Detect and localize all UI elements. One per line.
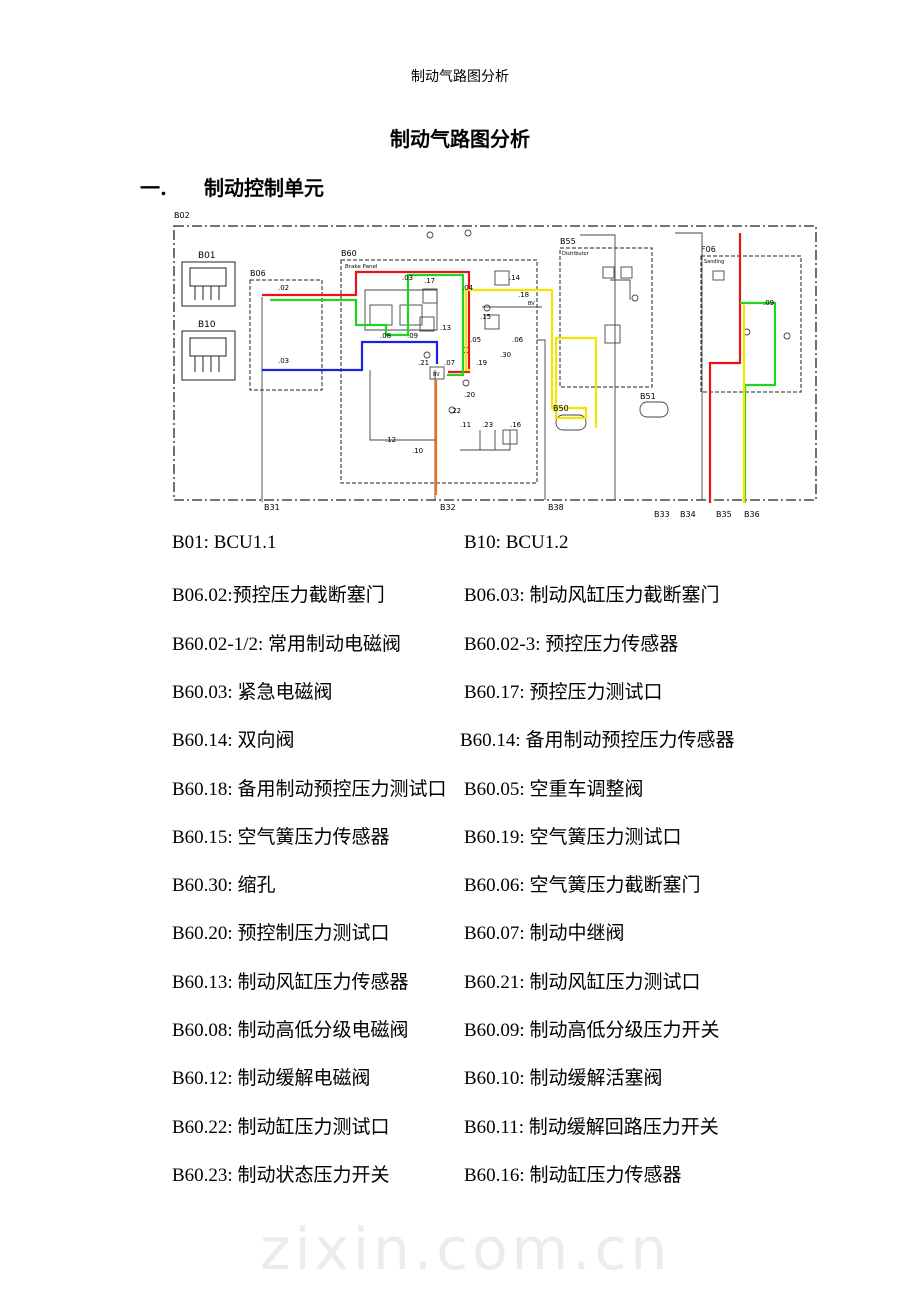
label-c11: .11 [460,421,471,429]
label-bv-07: BV [433,372,440,378]
component-item-left: B60.08: 制动高低分级电磁阀 [172,1020,409,1041]
component-item-left: B60.30: 缩孔 [172,875,276,897]
label-sanding: Sanding [704,259,724,265]
green-path [270,273,777,503]
component-item-left: B60.02-1/2: 常用制动电磁阀 [172,633,402,655]
b01-unit [181,261,236,307]
running-header: 制动气路图分析 [411,69,509,85]
label-b51: B51 [640,392,656,401]
label-b02: B02 [174,211,190,220]
component-item-right: B60.17: 预控压力测试口 [464,681,663,703]
label-b31: B31 [264,503,280,512]
component-item-left: B60.03: 紧急电磁阀 [172,681,333,703]
label-c14: .14 [509,274,521,282]
b55-box [559,247,653,388]
label-f06-09: .09 [763,299,774,307]
label-c18: .18 [518,291,529,299]
label-c08: .08 [380,332,391,340]
component-item-right: B06.03: 制动风缸压力截断塞门 [464,585,720,607]
component-item-left: B01: BCU1.1 [172,532,277,553]
b60-box [340,259,538,484]
label-b60: B60 [341,249,357,258]
label-b55: B55 [560,237,576,246]
component-item-left: B60.18: 备用制动预控压力测试口 [172,778,447,800]
label-c17: .17 [424,277,435,285]
component-item-left: B60.22: 制动缸压力测试口 [172,1116,390,1138]
label-bv: BV [528,301,535,307]
label-c04: .04 [462,284,474,292]
blue-path [262,340,439,372]
component-item-right: B60.09: 制动高低分级压力开关 [464,1020,720,1041]
component-item-right: B60.16: 制动缸压力传感器 [464,1164,682,1186]
label-c05: .05 [470,336,481,344]
component-item-right: B60.19: 空气簧压力测试口 [464,826,682,848]
label-c16: .16 [510,421,522,429]
label-b01: B01 [198,251,216,261]
label-b34: B34 [680,510,696,519]
component-item-right: B60.10: 制动缓解活塞阀 [464,1068,663,1090]
component-item-right: B60.14: 备用制动预控压力传感器 [460,730,735,752]
label-c23: .23 [482,421,493,429]
label-c15: .15 [480,313,491,321]
b02-frame [173,225,817,501]
page-title: 制动气路图分析 [390,127,530,151]
label-brake-panel: Brake Panel [345,264,378,270]
label-b38: B38 [548,503,564,512]
label-c03: .03 [402,274,413,282]
yellow-path [464,288,746,503]
component-item-left: B60.15: 空气簧压力传感器 [172,826,390,848]
label-c30: .30 [500,351,511,359]
label-c21: .21 [418,359,429,367]
component-item-left: B06.02:预控压力截断塞门 [172,585,385,607]
label-b10: B10 [198,320,216,330]
component-item-right: B60.21: 制动风缸压力测试口 [464,971,701,993]
section-heading: 一. 制动控制单元 [140,172,324,201]
label-c19: .19 [476,359,487,367]
component-item-right: B60.06: 空气簧压力截断塞门 [464,875,701,897]
label-c10: .10 [412,447,423,455]
label-f06: F06 [701,245,716,254]
label-c12: .12 [385,436,396,444]
label-b50: B50 [553,404,569,413]
brake-air-circuit-diagram: B02 B01 B10 B06 B60 Brake Panel B55 Dist… [173,211,817,519]
component-item-right: B10: BCU1.2 [464,532,569,553]
label-c13: .13 [440,324,451,332]
label-c22: .22 [450,407,461,415]
label-b06: B06 [250,269,266,278]
component-item-left: B60.12: 制动缓解电磁阀 [172,1068,371,1090]
b10-unit [181,330,236,381]
component-item-left: B60.14: 双向阀 [172,730,295,752]
label-distributor: Distributor [562,251,590,257]
section-number: 一. [140,176,167,200]
label-b06-02: .02 [278,284,289,292]
component-item-left: B60.13: 制动风缸压力传感器 [172,971,409,993]
component-item-right: B60.02-3: 预控压力传感器 [464,633,679,655]
section-title: 制动控制单元 [204,176,324,200]
component-item-right: B60.11: 制动缓解回路压力开关 [464,1116,719,1138]
watermark: zixin.com.cn [260,1215,672,1283]
component-item-right: B60.07: 制动中继阀 [464,923,625,945]
red-path [262,233,742,503]
label-c09: .09 [407,332,418,340]
component-item-left: B60.23: 制动状态压力开关 [172,1164,390,1186]
label-b06-03: .03 [278,357,289,365]
b06-box [249,279,323,391]
label-b35: B35 [716,510,732,519]
label-b36: B36 [744,510,760,519]
label-c07: .07 [444,359,455,367]
component-item-left: B60.20: 预控制压力测试口 [172,923,390,945]
component-item-right: B60.05: 空重车调整阀 [464,778,644,800]
f06-box [700,255,802,393]
label-c20: .20 [464,391,475,399]
colored-air-paths [262,233,777,503]
label-b33: B33 [654,510,670,519]
label-c06: .06 [512,336,524,344]
label-b32: B32 [440,503,456,512]
